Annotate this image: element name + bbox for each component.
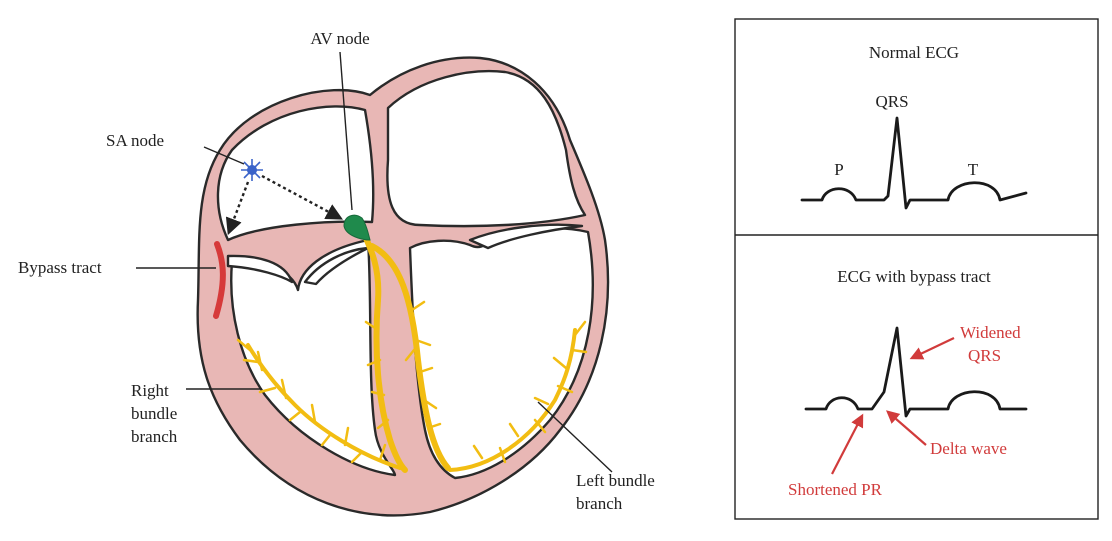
sa-node-icon bbox=[241, 159, 263, 181]
left-bundle-leader bbox=[537, 401, 613, 473]
widened-qrs-arrow bbox=[909, 337, 955, 360]
right-bundle-label-2: bundle bbox=[131, 404, 177, 423]
bypass-tract-label: Bypass tract bbox=[18, 258, 102, 277]
left-atrium bbox=[386, 69, 587, 228]
left-bundle-label-2: branch bbox=[576, 494, 623, 513]
normal-t-label: T bbox=[968, 160, 979, 179]
left-bundle-main bbox=[369, 243, 451, 471]
septal-twig bbox=[364, 300, 442, 430]
left-purkinje-twig bbox=[472, 320, 588, 464]
bypass-tract bbox=[213, 241, 226, 319]
av-node bbox=[343, 214, 371, 241]
normal-p-label: P bbox=[834, 160, 843, 179]
normal-ecg-title: Normal ECG bbox=[869, 43, 959, 62]
normal-ecg-trace bbox=[800, 116, 1028, 210]
delta-wave-label: Delta wave bbox=[930, 439, 1007, 458]
sa-node-leader bbox=[203, 146, 245, 165]
widened-qrs-label-2: QRS bbox=[968, 346, 1001, 365]
ecg-panel: Normal ECG QRS P T ECG with bypass tract… bbox=[734, 18, 1099, 520]
widened-qrs-label-1: Widened bbox=[960, 323, 1021, 342]
heart: AV node SA node Bypass tract Right bundl… bbox=[18, 29, 655, 517]
left-bundle-label-1: Left bundle bbox=[576, 471, 655, 490]
normal-qrs-label: QRS bbox=[875, 92, 908, 111]
right-purkinje-twig bbox=[236, 338, 387, 464]
av-node-leader bbox=[339, 51, 353, 211]
mitral-flap bbox=[468, 223, 584, 250]
av-node-label: AV node bbox=[310, 29, 369, 48]
shortened-pr-label: Shortened PR bbox=[788, 480, 883, 499]
bypass-ecg-title: ECG with bypass tract bbox=[837, 267, 991, 286]
left-ventricle bbox=[408, 227, 594, 480]
sa-node-label: SA node bbox=[106, 131, 164, 150]
tricuspid-flap bbox=[226, 254, 294, 284]
sa-to-av-arrow bbox=[261, 174, 343, 220]
delta-wave-arrow bbox=[886, 410, 927, 446]
shortened-pr-arrow bbox=[831, 413, 864, 475]
right-bundle-label-3: branch bbox=[131, 427, 178, 446]
sa-to-bypass-arrow bbox=[225, 181, 250, 236]
bypass-ecg-trace bbox=[804, 326, 1028, 418]
left-purkinje bbox=[448, 328, 577, 472]
right-ventricle bbox=[230, 238, 397, 477]
right-bundle-main bbox=[373, 297, 408, 473]
right-bundle-label-1: Right bbox=[131, 381, 169, 400]
